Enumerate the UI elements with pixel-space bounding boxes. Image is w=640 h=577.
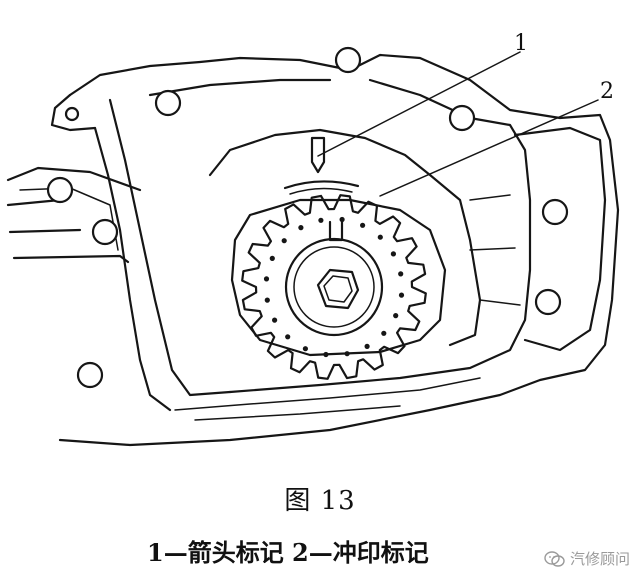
bolt-top [334,46,362,74]
bolt-upper-right [448,104,476,132]
right-side-detail [469,194,521,306]
hex-nut-inner [323,275,353,303]
gear-tooth-dot [398,271,404,277]
callout-leader-2 [379,99,599,197]
gear-tooth-dot [272,317,278,323]
gear-hub-inner [293,246,375,328]
gear-tooth-dot [323,351,329,358]
gear-tooth-dot [364,343,370,349]
gear-tooth-dot [318,217,324,223]
housing-left-wall-inner [108,98,232,397]
punch-mark-arc-inner [289,187,353,195]
left-cover-edge [6,166,142,264]
gear-tooth-dot [298,225,304,231]
bolt-left-upper [46,176,74,204]
crank-gear [241,194,427,380]
bolt-left-middle [91,218,119,246]
housing-ear [50,93,97,132]
bolt-lower-left [76,361,104,389]
gear-tooth-dot [390,251,396,257]
gear-tooth-dot [344,351,350,357]
wechat-icon [544,550,565,567]
gear-tooth-dot [393,313,399,319]
gear-tooth-dot [381,330,387,336]
ear-hole [64,106,80,122]
punch-mark-arc [283,180,360,190]
callout-label-1: 1 [514,31,528,56]
housing-outline-top [58,53,620,447]
pump-window [230,198,447,357]
gear-tooth-dot [302,346,308,352]
gear-key [328,220,344,242]
bolt-right-middle [541,198,569,226]
pump-inner-plate [208,128,482,347]
figure-legend: 1—箭头标记 2—冲印标记 [147,538,429,567]
bolt-right-lower [534,288,562,316]
housing-left-wall [93,126,172,412]
bolt-upper-left [154,89,182,117]
watermark: 汽修顾问 [544,548,630,569]
bolts [46,46,569,389]
gear-tooth-dot [285,334,291,340]
gear-tooth-dot [360,222,366,228]
gear-tooth-dot [263,276,270,282]
callout-label-2: 2 [600,79,614,104]
watermark-text: 汽修顾问 [569,550,630,568]
gear-tooth-dot [264,297,270,303]
gear-tooth-dot [269,255,275,261]
hex-nut [316,268,360,310]
right-side-plate [513,126,607,352]
callout-leader-1 [317,51,521,157]
gear-hub-ring [284,237,384,337]
arrow-mark [310,136,326,174]
lower-housing-lines [174,377,481,421]
gear-tooth-dot [377,234,383,240]
figure-caption: 图 13 [284,486,356,516]
gear-tooth-dot [398,292,405,298]
pump-body-outline [148,78,532,394]
gear-tooth-dot [281,238,287,244]
gear-tooth-dots [263,216,405,358]
gear-tooth-dot [339,216,345,223]
